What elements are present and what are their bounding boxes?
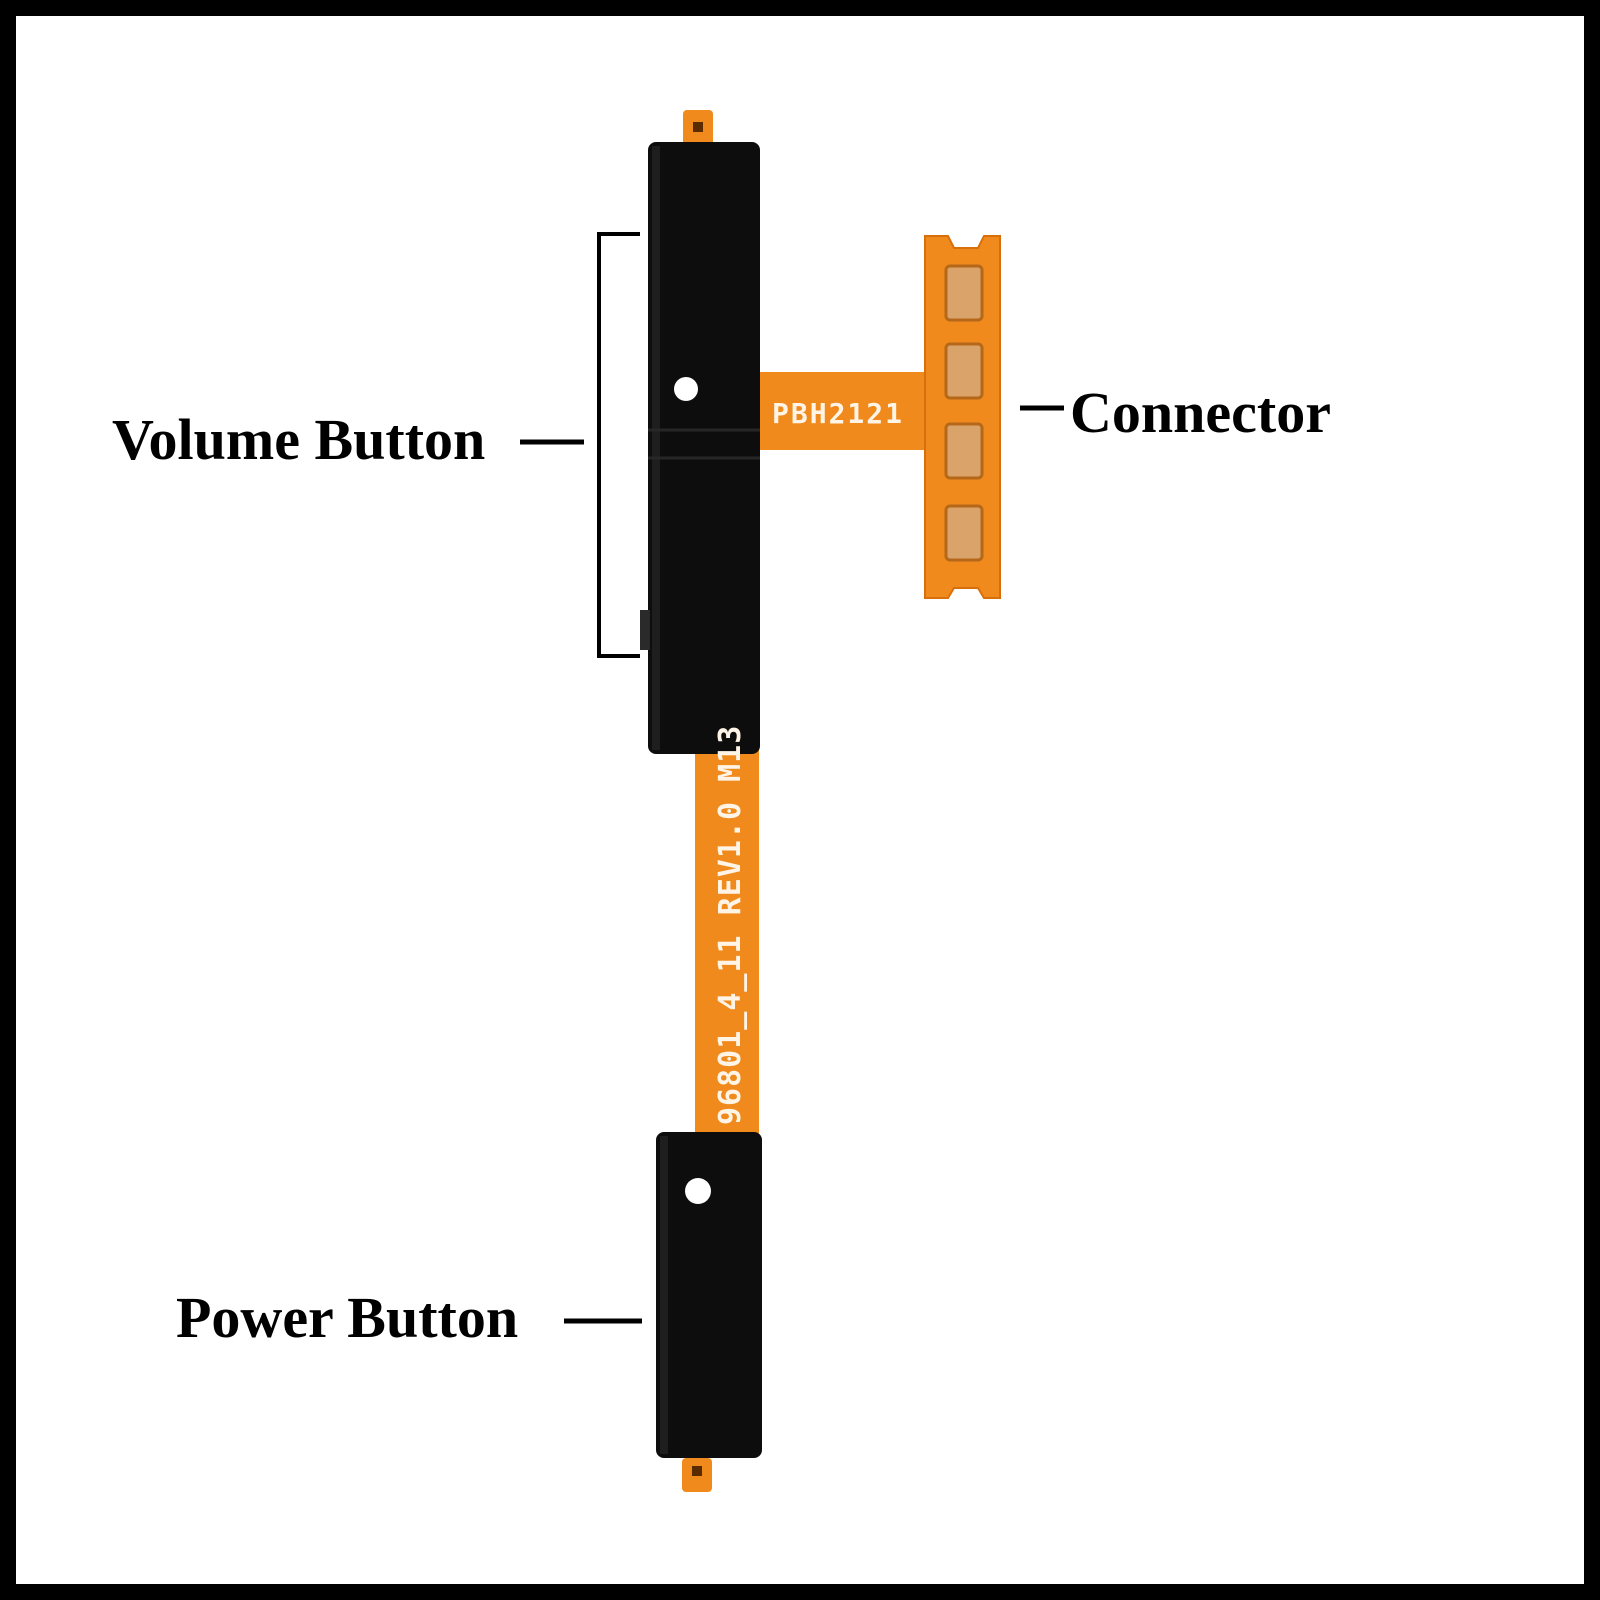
power-button-hole [685, 1178, 711, 1204]
diagram-canvas [16, 16, 1584, 1584]
top-contact-tab [683, 110, 713, 146]
connector-pad-3 [944, 422, 984, 480]
connector-plate [924, 235, 1001, 599]
connector-arm [740, 372, 940, 450]
volume-button-stiffener [640, 142, 760, 754]
power-button-stiffener [656, 1132, 762, 1458]
volume-bracket [520, 232, 640, 658]
connector-pad-1 [944, 264, 984, 322]
connector-pad-2 [944, 342, 984, 400]
volume-button-hole [674, 377, 698, 401]
connector-label: Connector [1070, 380, 1331, 445]
volume-button-label: Volume Button [112, 407, 485, 472]
flex-strip [695, 740, 759, 1140]
bottom-contact-tab [682, 1458, 712, 1492]
connector-code: PBH2121 [772, 397, 904, 430]
power-button-label: Power Button [176, 1285, 518, 1350]
connector-pad-4 [944, 504, 984, 562]
flex-code: 96801_4_11 REV1.0 M13 [713, 725, 748, 1125]
